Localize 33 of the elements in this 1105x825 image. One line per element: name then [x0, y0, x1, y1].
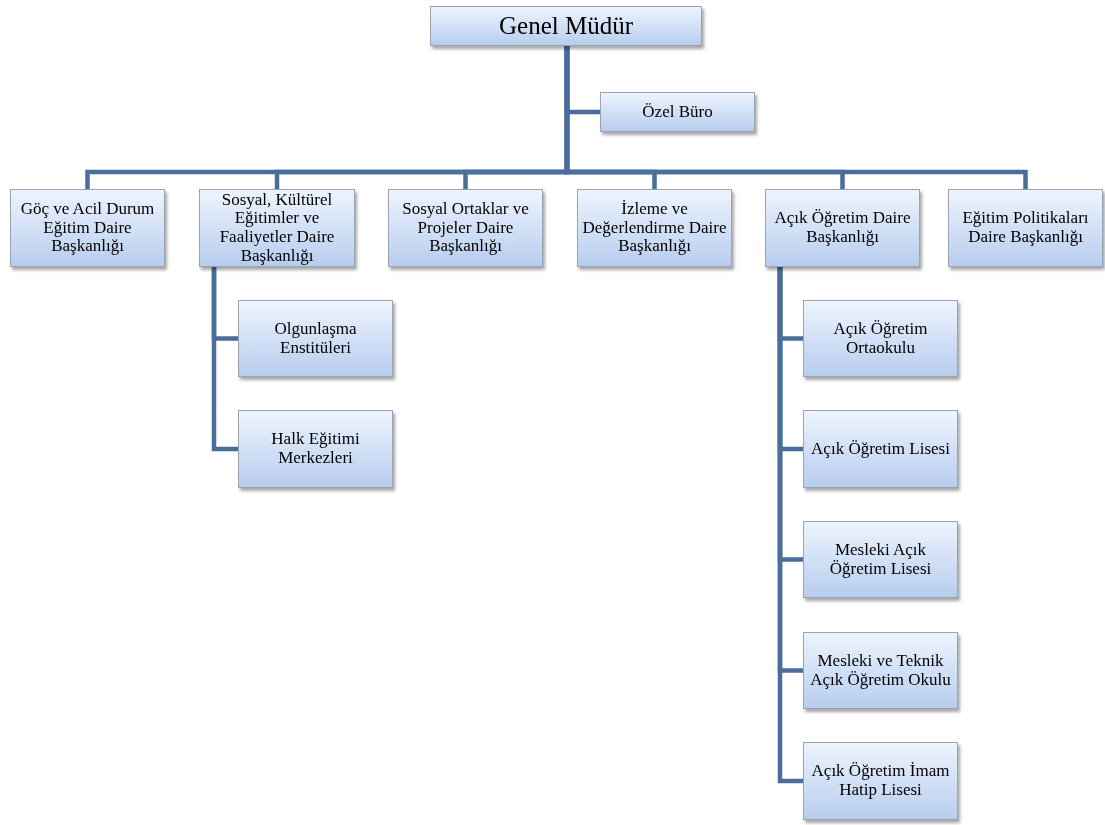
org-label: Açık Öğretim İmam Hatip Lisesi	[810, 762, 951, 800]
org-box	[803, 742, 958, 820]
org-label: Halk Eğitimi Merkezleri	[270, 430, 361, 468]
org-box	[199, 189, 355, 267]
org-box	[238, 410, 393, 488]
org-label: Açık Öğretim Lisesi	[811, 439, 950, 459]
org-box	[948, 189, 1103, 267]
org-label: Özel Büro	[642, 102, 713, 122]
org-label: Mesleki ve Teknik Açık Öğretim Okulu	[809, 651, 952, 690]
org-box	[803, 521, 958, 598]
org-box	[803, 300, 958, 377]
org-box	[803, 632, 958, 709]
connector-line	[564, 46, 1028, 189]
org-label: Mesleki Açık Öğretim Lisesi	[828, 540, 933, 579]
org-label: Eğitim Politikaları Daire Başkanlığı	[961, 209, 1090, 247]
org-label: Açık Öğretim Ortaokulu	[832, 319, 929, 358]
org-box	[600, 92, 755, 132]
connector-line	[211, 267, 238, 452]
org-label: Olgunlaşma Enstitüleri	[273, 319, 358, 358]
org-box	[238, 300, 393, 377]
org-box	[577, 189, 732, 267]
org-label: Açık Öğretim Daire Başkanlığı	[773, 209, 912, 247]
org-box	[765, 189, 920, 267]
org-label: Sosyal, Kültürel Eğitimler ve Faaliyetler Daire Başkanlığı	[218, 190, 336, 266]
connector-line	[777, 267, 803, 784]
org-box	[803, 410, 958, 488]
org-label: Göç ve Acil Durum Eğitim Daire Başkanlığı	[19, 199, 156, 257]
org-label: Sosyal Ortaklar ve Projeler Daire Başkanlığı	[401, 199, 530, 257]
org-label: Genel Müdür	[499, 12, 633, 40]
org-label: İzleme ve Değerlendirme Daire Başkanlığı	[582, 199, 727, 257]
org-box	[430, 6, 702, 46]
org-box	[388, 189, 543, 267]
org-box	[10, 189, 165, 267]
